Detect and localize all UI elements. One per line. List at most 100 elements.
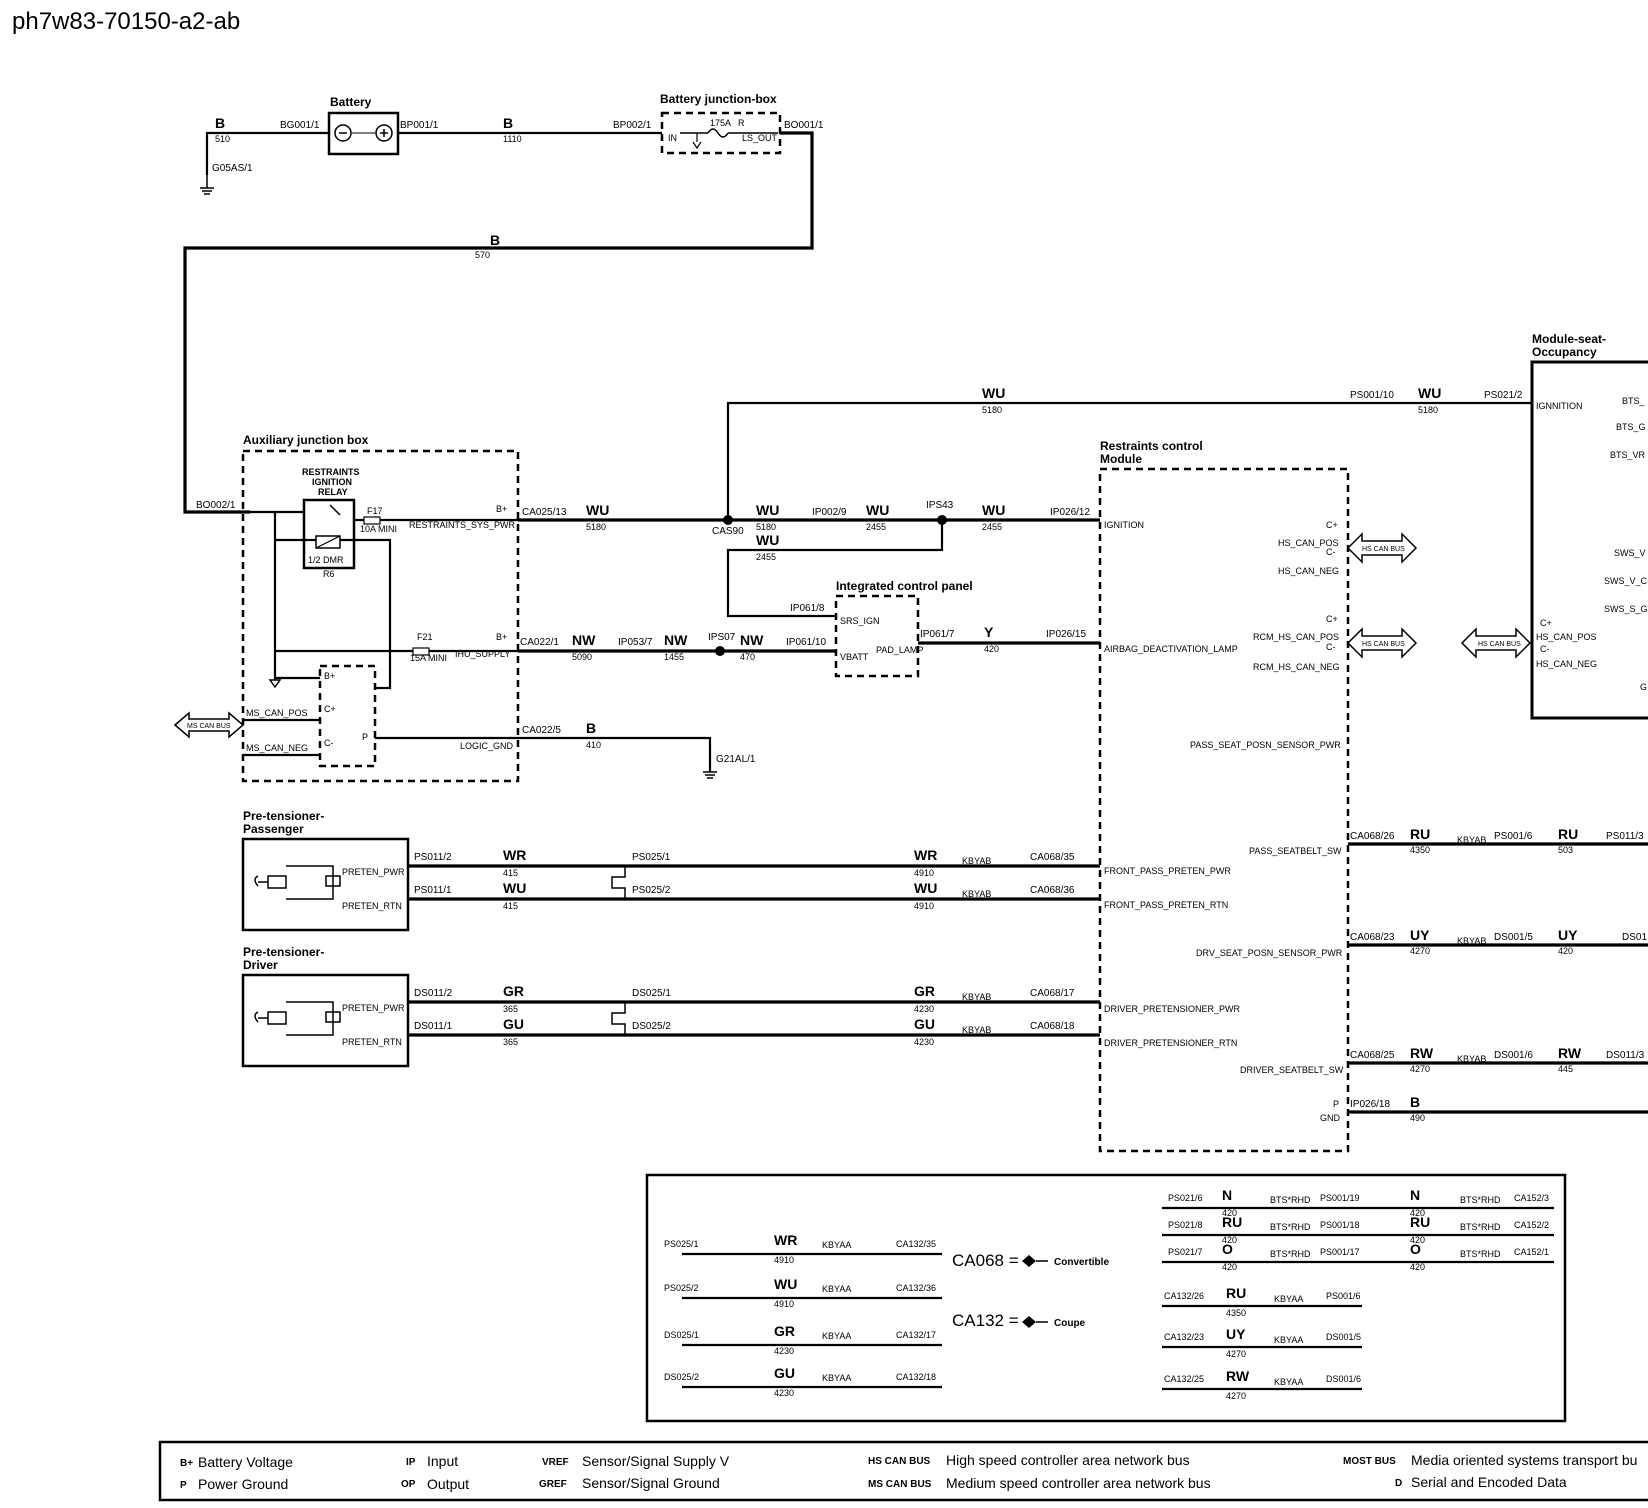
wire-number: 2455 (866, 522, 886, 532)
pin-label: FRONT_PASS_PRETEN_PWR (1104, 866, 1231, 876)
inset-right-row: CA132/23 UY 4270 KBYAA DS001/5 (1162, 1326, 1362, 1359)
connector-label: IP002/9 (812, 507, 847, 518)
connector-label: PS011/1 (414, 885, 452, 896)
fuse-icon (363, 516, 381, 525)
connector-label: CA132/36 (896, 1283, 936, 1293)
connector-label: IP061/10 (786, 637, 826, 648)
wire-color-label: Y (984, 624, 994, 640)
wire-color-label: WR (914, 847, 937, 863)
legend-abbr: VREF (542, 1457, 569, 1468)
connector-label: PS001/19 (1320, 1193, 1360, 1203)
wire-color-label: N (1222, 1187, 1232, 1203)
wire-number: 490 (1410, 1113, 1425, 1123)
option-code: BTS*RHD (1460, 1195, 1501, 1205)
connector-label: BG001/1 (280, 120, 320, 131)
rcm-outputs: CA068/26 RU 4350 KBYAB PS001/6 RU 503 PS… (1348, 826, 1648, 1123)
ground-icon (703, 771, 717, 779)
connector-label: PS021/2 (1484, 390, 1523, 401)
wire-color-label: GR (503, 983, 524, 999)
option-code: KBYAB (1457, 936, 1486, 946)
wire-color-label: UY (1410, 927, 1430, 943)
wire-number: 1110 (503, 134, 522, 144)
pin-label: PRETEN_PWR (342, 867, 405, 877)
pin-label: C+ (324, 704, 336, 714)
pretensioner-driver: Pre-tensioner- Driver PRETEN_PWR PRETEN_… (241, 945, 1100, 1068)
pin-label: HS_CAN_POS (1536, 632, 1597, 642)
connector-label: CA132/18 (896, 1372, 936, 1382)
connector-label: DS011/1 (414, 1021, 453, 1032)
connector-label: PS025/1 (632, 852, 671, 863)
squib-icon (254, 1001, 341, 1036)
connector-label: DS011/2 (414, 988, 453, 999)
rcm-title: Module (1100, 452, 1142, 466)
pin-label: FRONT_PASS_PRETEN_RTN (1104, 900, 1228, 910)
connector-label: CA068/17 (1030, 988, 1075, 999)
inset-left-row: PS025/1 WR 4910 KBYAA CA132/35 (664, 1232, 942, 1265)
wire-number: 503 (1558, 845, 1573, 855)
wire-color-label: RU (1222, 1214, 1242, 1230)
pin-label: PASS_SEAT_POSN_SENSOR_PWR (1190, 740, 1341, 750)
ms-can-bus-icon[interactable]: MS CAN BUS (173, 711, 245, 739)
hs-can-bus-icon[interactable]: HS CAN BUS (1460, 627, 1532, 659)
connector-label: IP026/18 (1350, 1099, 1390, 1110)
option-code: KBYAB (962, 889, 991, 899)
pin-label: B+ (324, 671, 335, 681)
wire-number: 4910 (914, 901, 934, 911)
pin-label: HS_CAN_NEG (1278, 566, 1339, 576)
wire-color-label: WU (1418, 385, 1441, 401)
wire-number: 4230 (774, 1388, 794, 1398)
wire-color-label: O (1410, 1241, 1421, 1257)
option-code: BTS*RHD (1270, 1222, 1311, 1232)
legend-text: Sensor/Signal Supply V (582, 1453, 730, 1469)
wire-number: 415 (503, 868, 518, 878)
wire-color-label: B (490, 232, 500, 248)
wire-color-label: GR (774, 1323, 795, 1339)
connector-label: PS001/10 (1350, 390, 1394, 401)
pin-label: P (1333, 1099, 1339, 1109)
variant-key: CA068 = (952, 1251, 1019, 1270)
hs-can-bus-icon[interactable]: HS CAN BUS (1346, 627, 1418, 659)
battery-junction-box-title: Battery junction-box (660, 92, 777, 106)
connector-label: DS025/2 (664, 1372, 699, 1382)
wire-color-label: WU (982, 502, 1005, 518)
relay-box (302, 498, 356, 570)
legend-abbr: IP (406, 1457, 416, 1468)
option-code: KBYAA (822, 1373, 851, 1383)
connector-label: PS001/17 (1320, 1247, 1360, 1257)
connector-label: DS001/6 (1494, 1050, 1533, 1061)
legend-text: High speed controller area network bus (946, 1452, 1190, 1468)
variant-key: CA132 = (952, 1311, 1019, 1330)
connector-label: CA132/26 (1164, 1291, 1204, 1301)
wire-color-label: UY (1226, 1326, 1246, 1342)
option-code: KBYAA (822, 1284, 851, 1294)
pin-label: PRETEN_RTN (342, 1037, 402, 1047)
pin-label: C+ (1326, 520, 1338, 530)
legend-abbr: MOST BUS (1343, 1456, 1396, 1467)
pin-label: RCM_HS_CAN_POS (1253, 632, 1339, 642)
pin-label: DRIVER_PRETENSIONER_PWR (1104, 1004, 1241, 1014)
pin-label: BTS_G (1616, 422, 1646, 432)
wire-number: 420 (1410, 1208, 1425, 1218)
option-code: BTS*RHD (1270, 1249, 1311, 1259)
pin-label: BTS_VR (1610, 450, 1646, 460)
wire-color-label: RU (1558, 826, 1578, 842)
connector-label: IP026/12 (1050, 507, 1090, 518)
aux-module-box (318, 664, 377, 768)
legend-abbr: B+ (180, 1458, 193, 1469)
wire-number: 2455 (982, 522, 1002, 532)
fuse-code: R (738, 118, 745, 128)
pin-label: PAD_LAMP (876, 645, 923, 655)
wire-number: 420 (984, 644, 999, 654)
wire-number: 4910 (774, 1299, 794, 1309)
module-seat-occupancy: Module-seat- Occupancy IGNNITION BTS_ BT… (1460, 332, 1648, 720)
option-code: KBYAB (1457, 835, 1486, 845)
legend-abbr: MS CAN BUS (868, 1479, 932, 1490)
hs-can-bus-icon[interactable]: HS CAN BUS (1346, 532, 1418, 564)
wire-color-label: WU (756, 502, 779, 518)
legend-abbr: GREF (539, 1479, 567, 1490)
connector-label: PS025/2 (664, 1283, 699, 1293)
relay-rating: 1/2 DMR (308, 555, 344, 565)
wire-number: 4910 (774, 1255, 794, 1265)
connector-label: CA152/1 (1514, 1247, 1549, 1257)
